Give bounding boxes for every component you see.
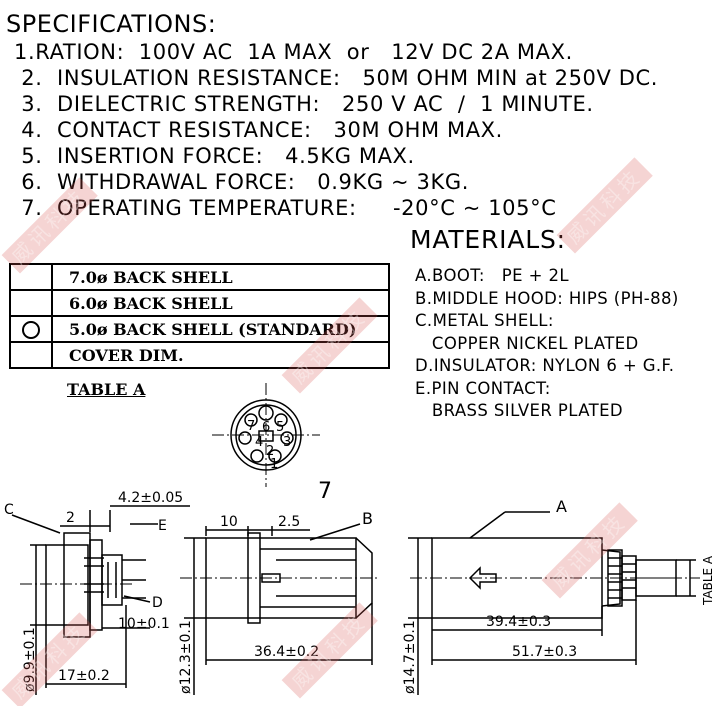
dim-front-4-2: 4.2±0.05	[118, 490, 183, 506]
dim-middle-dia-12-3: ø12.3±0.1	[178, 620, 194, 694]
table-label-cell: 6.0ø BACK SHELL	[51, 289, 390, 317]
pin-2	[250, 449, 264, 463]
pin-label-5: 5	[276, 420, 284, 435]
specifications-title: SPECIFICATIONS:	[6, 10, 217, 38]
dim-front-17: 17±0.2	[58, 668, 110, 684]
dim-right-51-7: 51.7±0.3	[512, 644, 577, 660]
pinout-diagram	[212, 383, 320, 487]
label-c: C	[4, 502, 14, 518]
dim-right-dia-14-7: ø14.7±0.1	[402, 620, 418, 694]
pin-label-4: 4	[255, 435, 263, 450]
pin-5	[274, 413, 288, 427]
table-a: 7.0ø BACK SHELL 6.0ø BACK SHELL 5.0ø BAC…	[9, 263, 390, 369]
dim-front-2: 2	[66, 510, 75, 526]
label-e: E	[158, 518, 167, 534]
materials-title: MATERIALS:	[410, 225, 566, 254]
spec-line-6: 6. WITHDRAWAL FORCE: 0.9KG ~ 3KG.	[14, 170, 469, 194]
pin-6	[258, 405, 274, 421]
material-line-1: A.BOOT: PE + 2L	[415, 266, 569, 285]
label-a: A	[556, 497, 567, 516]
watermark-stamp: 威 讯 科 技	[556, 157, 653, 254]
label-d: D	[152, 595, 163, 611]
table-label-cell: 7.0ø BACK SHELL	[51, 263, 390, 291]
watermark-stamp: 威 讯 科 技	[541, 502, 638, 599]
dim-front-10: 10±0.1	[118, 616, 170, 632]
table-label-cell: 5.0ø BACK SHELL (STANDARD)	[51, 315, 390, 343]
pin-label-1: 1	[270, 457, 278, 472]
pin-7	[244, 413, 258, 427]
table-label-cell: COVER DIM.	[51, 341, 390, 369]
spec-line-4: 4. CONTACT RESISTANCE: 30M OHM MAX.	[14, 118, 503, 142]
table-mark-cell	[9, 263, 53, 291]
standard-circle-icon	[22, 320, 40, 339]
pinout-count-label: 7	[318, 479, 332, 504]
material-line-4: COPPER NICKEL PLATED	[415, 334, 639, 353]
pin-label-6: 6	[262, 420, 270, 435]
material-line-3: C.METAL SHELL:	[415, 311, 554, 330]
dim-middle-2-5: 2.5	[278, 514, 300, 530]
spec-line-3: 3. DIELECTRIC STRENGTH: 250 V AC / 1 MIN…	[14, 92, 594, 116]
table-row: COVER DIM.	[9, 341, 390, 369]
right-view-drawing	[408, 511, 700, 695]
material-line-7: BRASS SILVER PLATED	[415, 401, 624, 420]
table-mark-cell	[9, 341, 53, 369]
table-row: 5.0ø BACK SHELL (STANDARD)	[9, 315, 390, 343]
material-line-2: B.MIDDLE HOOD: HIPS (PH-88)	[415, 289, 679, 308]
dim-front-dia-9-9: ø9.9±0.1	[22, 627, 38, 692]
material-line-5: D.INSULATOR: NYLON 6 + G.F.	[415, 356, 675, 375]
table-mark-cell	[9, 289, 53, 317]
table-a-caption: TABLE A	[67, 380, 146, 399]
watermark-stamp: 威 讯 科 技	[281, 297, 378, 394]
pin-3	[280, 431, 294, 445]
spec-line-1: 1.RATION: 100V AC 1A MAX or 12V DC 2A MA…	[14, 40, 573, 64]
table-row: 6.0ø BACK SHELL	[9, 289, 390, 317]
pin-label-3: 3	[283, 435, 291, 450]
middle-view-drawing	[180, 523, 380, 695]
spec-line-5: 5. INSERTION FORCE: 4.5KG MAX.	[14, 144, 415, 168]
table-row: 7.0ø BACK SHELL	[9, 263, 390, 291]
label-b: B	[362, 509, 373, 528]
watermark-stamp: 威 讯 科 技	[1, 612, 98, 706]
dim-middle-10: 10	[220, 514, 238, 530]
pin-label-7: 7	[247, 419, 255, 434]
pin-4	[238, 431, 252, 445]
front-view-drawing	[11, 505, 190, 695]
table-a-reference: TABLE A	[701, 555, 715, 606]
dim-middle-36-4: 36.4±0.2	[254, 644, 319, 660]
material-line-6: E.PIN CONTACT:	[415, 379, 551, 398]
dim-right-39-4: 39.4±0.3	[486, 614, 551, 630]
spec-line-7: 7. OPERATING TEMPERATURE: -20°C ~ 105°C	[14, 196, 557, 220]
spec-line-2: 2. INSULATION RESISTANCE: 50M OHM MIN at…	[14, 66, 659, 90]
pin-1	[268, 449, 282, 463]
watermark-stamp: 威 讯 科 技	[1, 177, 98, 274]
pin-label-2: 2	[266, 444, 274, 459]
table-mark-cell	[9, 315, 53, 343]
